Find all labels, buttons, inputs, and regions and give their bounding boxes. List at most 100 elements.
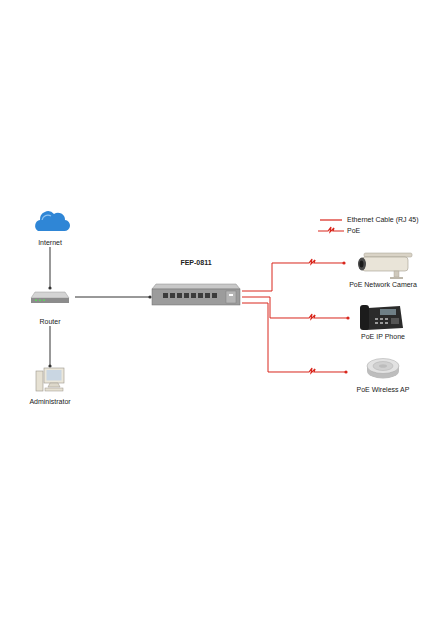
cloud-icon-part (42, 215, 51, 220)
switch-icon-part (205, 293, 210, 298)
cable-line (242, 263, 344, 291)
phone-icon-part (375, 318, 378, 320)
device-label: PoE IP Phone (361, 332, 405, 341)
cable-end-dot (48, 286, 51, 289)
legend-row: Ethernet Cable (RJ 45) (318, 214, 419, 225)
switch-icon-part (152, 289, 240, 305)
poe-bolt-part (314, 369, 318, 372)
label-group: PoE Network Camera (344, 280, 422, 289)
device-label: FEP-0811 (180, 258, 211, 267)
label-group: FEP-0811 (150, 258, 242, 267)
switch-icon-part (177, 293, 182, 298)
camera-icon-part (358, 258, 366, 271)
device-node: PoE Network Camera (344, 250, 422, 289)
switch-icon (152, 284, 240, 305)
legend-text: PoE (347, 226, 360, 235)
poe-bolt-part (306, 313, 318, 323)
access-point-icon (367, 359, 399, 379)
access-point-icon-part (373, 362, 393, 371)
phone-icon-part (380, 322, 383, 324)
phone-icon-part (380, 309, 396, 315)
legend-line (320, 219, 342, 220)
legend-bolt (318, 227, 344, 232)
device-node: Internet (25, 210, 75, 247)
device-node: Administrator (10, 366, 90, 406)
phone-icon-part (360, 305, 369, 330)
legend-sample (318, 215, 344, 224)
cloud-icon-part (35, 211, 70, 231)
legend: Ethernet Cable (RJ 45) PoE (318, 214, 419, 236)
router-icon-part (43, 300, 45, 302)
device-label: PoE Wireless AP (357, 385, 410, 394)
device-node: PoE IP Phone (348, 302, 418, 341)
switch-icon-part (226, 291, 236, 303)
device-label: Internet (38, 238, 62, 247)
poe-bolt-part (314, 315, 318, 318)
computer-icon-part (44, 368, 64, 383)
camera-icon (358, 253, 412, 279)
cable-line (242, 303, 346, 372)
phone-icon-part (385, 318, 388, 320)
legend-row: PoE (318, 225, 419, 236)
switch-icon-part (198, 293, 203, 298)
switch-icon-part (229, 294, 233, 296)
router-icon-part (39, 300, 41, 302)
access-point-icon-part (379, 364, 387, 368)
router-icon (31, 292, 69, 303)
cable-end-dot (48, 364, 51, 367)
computer-icon-part (47, 370, 62, 381)
label-group: Administrator (10, 397, 90, 406)
computer-icon-part (36, 371, 43, 391)
label-group: Router (25, 317, 75, 326)
phone-icon-part (391, 318, 399, 324)
computer-icon (36, 368, 64, 391)
access-point-icon-part (367, 359, 399, 374)
cloud-icon (35, 211, 70, 231)
phone-icon-part (380, 318, 383, 320)
router-icon-part (31, 292, 69, 298)
poe-bolt-part (314, 260, 318, 263)
device-node: FEP-0811 (150, 258, 242, 306)
legend-text: Ethernet Cable (RJ 45) (347, 215, 419, 224)
switch-icon-part (212, 293, 217, 298)
poe-bolt-part (306, 258, 318, 268)
poe-bolt (306, 258, 318, 268)
label-group: Internet (25, 238, 75, 247)
device-node: PoE Wireless AP (346, 352, 420, 394)
camera-icon-part (364, 253, 412, 257)
label-group: PoE Wireless AP (346, 385, 420, 394)
phone-icon (360, 305, 403, 330)
poe-bolt (306, 367, 318, 377)
cable-end-dot (148, 295, 151, 298)
label-group: PoE IP Phone (348, 332, 418, 341)
cable-end-dot (346, 316, 349, 319)
computer-icon-part (45, 388, 63, 391)
cable-line (75, 297, 150, 298)
camera-icon-part (394, 271, 399, 277)
switch-icon-part (170, 293, 175, 298)
router-icon-part (31, 298, 69, 303)
switch-icon-part (152, 284, 240, 289)
phone-icon-part (385, 322, 388, 324)
switch-icon-part (163, 293, 168, 298)
phone-icon-part (375, 322, 378, 324)
device-label: Administrator (29, 397, 70, 406)
device-label: Router (39, 317, 60, 326)
poe-bolt-part (306, 367, 318, 377)
phone-icon-part (366, 306, 403, 330)
cable-line (50, 326, 51, 366)
camera-icon-part (390, 277, 403, 279)
camera-icon-part (362, 257, 408, 271)
device-node: Router (25, 288, 75, 326)
cable-line (242, 297, 348, 318)
switch-icon-part (184, 293, 189, 298)
poe-bolt (306, 313, 318, 323)
device-label: PoE Network Camera (349, 280, 417, 289)
cable-line (50, 247, 51, 288)
computer-icon-part (48, 383, 60, 387)
camera-icon-part (360, 261, 364, 268)
switch-icon-part (191, 293, 196, 298)
legend-sample (318, 226, 344, 235)
cable-end-dot (344, 370, 347, 373)
